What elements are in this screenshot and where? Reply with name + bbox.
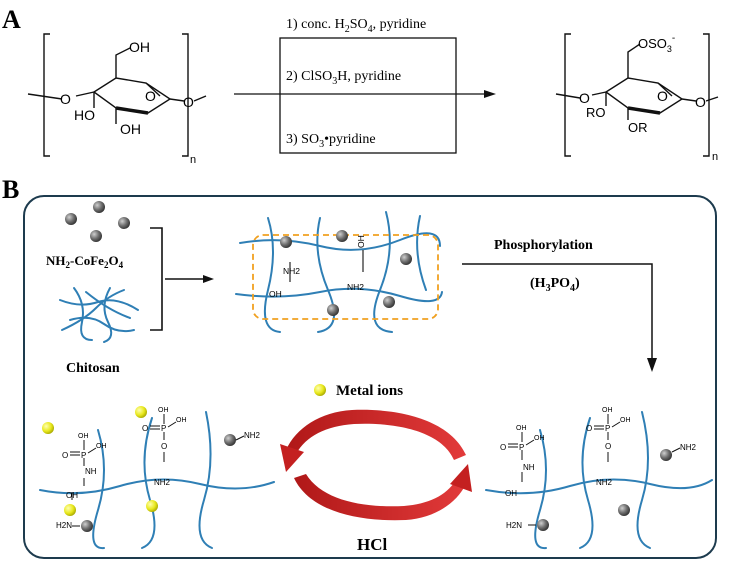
product-right-o: O xyxy=(695,94,706,110)
conditions-box xyxy=(279,37,457,154)
composite-oh: OH xyxy=(269,289,282,299)
panel-b-label: B xyxy=(2,175,19,204)
composite-fibers xyxy=(235,211,443,333)
chitosan-label: Chitosan xyxy=(66,361,120,376)
reaction-arrow-head xyxy=(484,90,496,98)
right-nh2-right: NH2 xyxy=(680,443,697,452)
left-p2-oh-right: OH xyxy=(176,417,187,424)
left-h2n: H2N xyxy=(56,521,72,530)
reactant-ho: HO xyxy=(74,107,95,123)
right-p1-nh: NH xyxy=(523,463,535,472)
input-bracket xyxy=(150,227,163,331)
right-p2-p: P xyxy=(605,424,610,433)
reactant-oh-top: OH xyxy=(129,39,150,55)
reactant-oh-bottom: OH xyxy=(120,121,141,137)
left-p1-oh-top: OH xyxy=(78,433,89,440)
right-p1-o: O xyxy=(500,443,506,452)
panel-a-label: A xyxy=(2,5,21,34)
left-oh: OH xyxy=(66,491,78,500)
left-p1-o: O xyxy=(62,451,68,460)
composite-groups xyxy=(289,250,364,282)
left-p1-oh-right: OH xyxy=(96,443,107,450)
right-p2-o: O xyxy=(586,424,592,433)
chitosan-fibers xyxy=(59,287,139,343)
reactant-ring-o: O xyxy=(145,88,156,104)
left-nh2-mid: NH2 xyxy=(154,478,171,487)
right-p1-oh-right: OH xyxy=(534,435,545,442)
condition-step-3: 3) SO3•pyridine xyxy=(286,132,376,150)
left-p2-o-ester: O xyxy=(161,442,167,451)
left-product-fibers xyxy=(39,411,275,550)
left-p2-p: P xyxy=(161,424,166,433)
right-p2-oh-right: OH xyxy=(620,417,631,424)
product-or: OR xyxy=(628,120,648,135)
phosphorylation-label: Phosphorylation xyxy=(494,238,593,253)
right-p2-oh-top: OH xyxy=(602,407,613,414)
panel-b-frame xyxy=(23,195,717,559)
right-p1-oh-top: OH xyxy=(516,425,527,432)
right-h2n: H2N xyxy=(506,521,522,530)
left-phosphate-groups: OH O P OH NH OH OH O P OH O NH2 NH2 H2N xyxy=(56,407,261,530)
composite-oh-2: OH xyxy=(356,235,366,248)
condition-step-2: 2) ClSO3H, pyridine xyxy=(286,69,401,87)
product-ro: RO xyxy=(586,105,606,120)
cycle-arrow-top xyxy=(286,409,466,460)
composite-dashed-box xyxy=(252,234,439,320)
product-ring-o: O xyxy=(657,88,668,104)
left-p1-p: P xyxy=(81,451,86,460)
left-particles xyxy=(81,434,236,532)
right-product-fibers xyxy=(485,411,713,550)
product-left-o: O xyxy=(579,90,590,106)
phosphoric-acid-label: (H3PO4) xyxy=(530,276,580,294)
composite-particles xyxy=(280,230,412,316)
left-p2-o: O xyxy=(142,424,148,433)
right-p1-p: P xyxy=(519,443,524,452)
right-p2-o-ester: O xyxy=(605,442,611,451)
metal-ion-legend-dot xyxy=(314,384,326,396)
phosphorylation-arrow-head xyxy=(647,358,657,372)
phosphorylation-arrow-line xyxy=(462,263,653,360)
right-particles xyxy=(537,449,672,531)
reactant-left-o: O xyxy=(60,91,71,107)
composite-nh2: NH2 xyxy=(283,266,300,276)
reactant-right-o: O xyxy=(183,94,194,110)
condition-step-1: 1) conc. H2SO4, pyridine xyxy=(286,17,426,35)
metal-ions-label: Metal ions xyxy=(336,383,403,399)
reactant-n-subscript: n xyxy=(190,154,196,166)
composite-nh2-2: NH2 xyxy=(347,282,364,292)
product-sulfate: OSO3- xyxy=(638,33,675,54)
cofe2o4-nanoparticles xyxy=(65,201,130,242)
right-phosphate-groups: OH O P OH NH OH OH O P OH O NH2 NH2 H2N xyxy=(500,407,697,530)
left-p2-oh-top: OH xyxy=(158,407,169,414)
right-oh: OH xyxy=(505,489,517,498)
nanoparticle-label: NH2-CoFe2O4 xyxy=(46,253,124,270)
left-p1-nh: NH xyxy=(85,467,97,476)
reactant-brackets xyxy=(43,33,189,157)
cycle-arrow-bottom xyxy=(294,474,466,521)
right-nh2-mid: NH2 xyxy=(596,478,613,487)
cycle-arrows xyxy=(280,409,472,521)
left-nh2-right: NH2 xyxy=(244,431,261,440)
input-arrow-head xyxy=(203,275,214,283)
product-glucose-ring xyxy=(555,43,719,120)
reactant-glucose-ring xyxy=(27,47,207,124)
product-n-subscript: n xyxy=(712,151,718,163)
left-metal-ions xyxy=(42,406,158,516)
hcl-label: HCl xyxy=(357,535,388,554)
